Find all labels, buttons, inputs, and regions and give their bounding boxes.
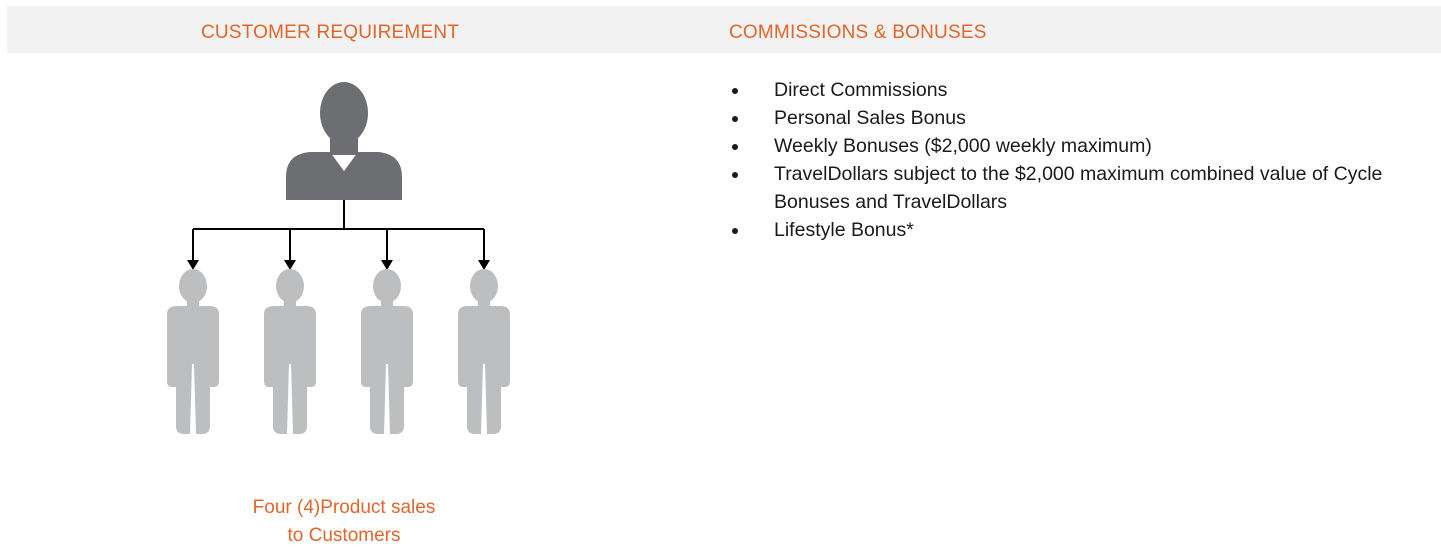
commissions-bonuses-title: COMMISSIONS & BONUSES (729, 22, 987, 43)
customer-requirement-title: CUSTOMER REQUIREMENT (201, 22, 460, 43)
customer-person-icon (264, 269, 316, 434)
list-item: Direct Commissions (730, 76, 1390, 104)
header-bar (7, 6, 1441, 53)
connector-arrowheads (187, 260, 490, 270)
list-item: Lifestyle Bonus* (730, 216, 1390, 244)
arrow-down-icon (381, 260, 393, 270)
commissions-list: Direct Commissions Personal Sales Bonus … (730, 76, 1390, 244)
arrow-down-icon (187, 260, 199, 270)
customer-person-icon (458, 269, 510, 434)
diagram-caption: Four (4)Product sales to Customers (184, 494, 504, 550)
list-item: Weekly Bonuses ($2,000 weekly maximum) (730, 132, 1390, 160)
sponsor-person-icon (286, 82, 402, 200)
list-item: TravelDollars subject to the $2,000 maxi… (730, 160, 1390, 216)
customer-person-icon (167, 269, 219, 434)
arrow-down-icon (478, 260, 490, 270)
caption-line-1: Four (4)Product sales (252, 497, 436, 518)
customer-person-icon (361, 269, 413, 434)
arrow-down-icon (284, 260, 296, 270)
caption-line-2: to Customers (287, 525, 401, 546)
connector-lines (192, 200, 485, 260)
customer-requirement-diagram (167, 82, 510, 434)
list-item: Personal Sales Bonus (730, 104, 1390, 132)
